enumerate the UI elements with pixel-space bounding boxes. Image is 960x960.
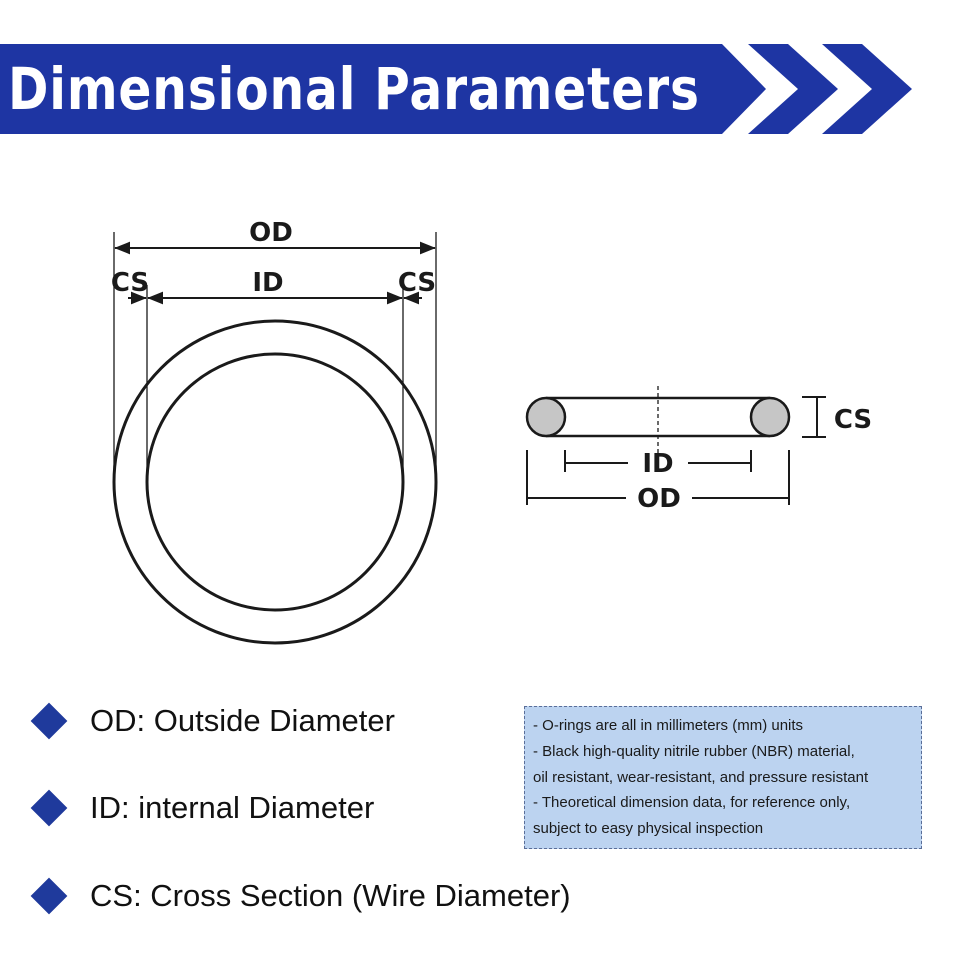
ring-inner-circle xyxy=(145,352,405,612)
ring-od-label: OD xyxy=(249,218,293,248)
legend-item-id: ID: internal Diameter xyxy=(30,788,375,828)
notes-box: - O-rings are all in millimeters (mm) un… xyxy=(524,706,922,849)
note-line: - O-rings are all in millimeters (mm) un… xyxy=(533,717,804,734)
ring-cs-right-label: CS xyxy=(398,268,436,298)
note-line: - Black high-quality nitrile rubber (NBR… xyxy=(533,742,855,760)
legend-text: CS: Cross Section (Wire Diameter) xyxy=(90,878,571,913)
ring-id-label: ID xyxy=(252,268,283,298)
profile-cs-label: CS xyxy=(834,405,872,435)
banner-chevron-1 xyxy=(748,44,838,134)
banner-bar xyxy=(0,44,766,134)
banner-chevron-2 xyxy=(822,44,912,134)
diamond-bullet-icon xyxy=(30,877,68,915)
diamond-bullet-icon xyxy=(30,789,68,827)
profile-section-right xyxy=(749,396,791,438)
note-line: subject to easy physical inspection xyxy=(533,820,764,838)
note-line: - Theoretical dimension data, for refere… xyxy=(533,794,851,812)
legend-text: ID: internal Diameter xyxy=(90,790,375,825)
ring-outer-circle xyxy=(112,319,438,645)
diamond-bullet-icon xyxy=(30,702,68,740)
header-banner xyxy=(0,44,912,134)
page-title: Dimensional Parameters xyxy=(8,55,700,123)
profile-od-label: OD xyxy=(637,484,681,514)
legend-text: OD: Outside Diameter xyxy=(90,703,395,738)
legend-item-od: OD: Outside Diameter xyxy=(30,701,395,741)
profile-id-label: ID xyxy=(642,449,673,479)
profile-section-left xyxy=(525,396,567,438)
ring-side-profile xyxy=(525,386,826,505)
note-line: oil resistant, wear-resistant, and press… xyxy=(533,768,869,786)
ring-cs-left-label: CS xyxy=(111,268,149,298)
ring-top-view xyxy=(112,232,438,645)
legend-item-cs: CS: Cross Section (Wire Diameter) xyxy=(30,876,571,916)
